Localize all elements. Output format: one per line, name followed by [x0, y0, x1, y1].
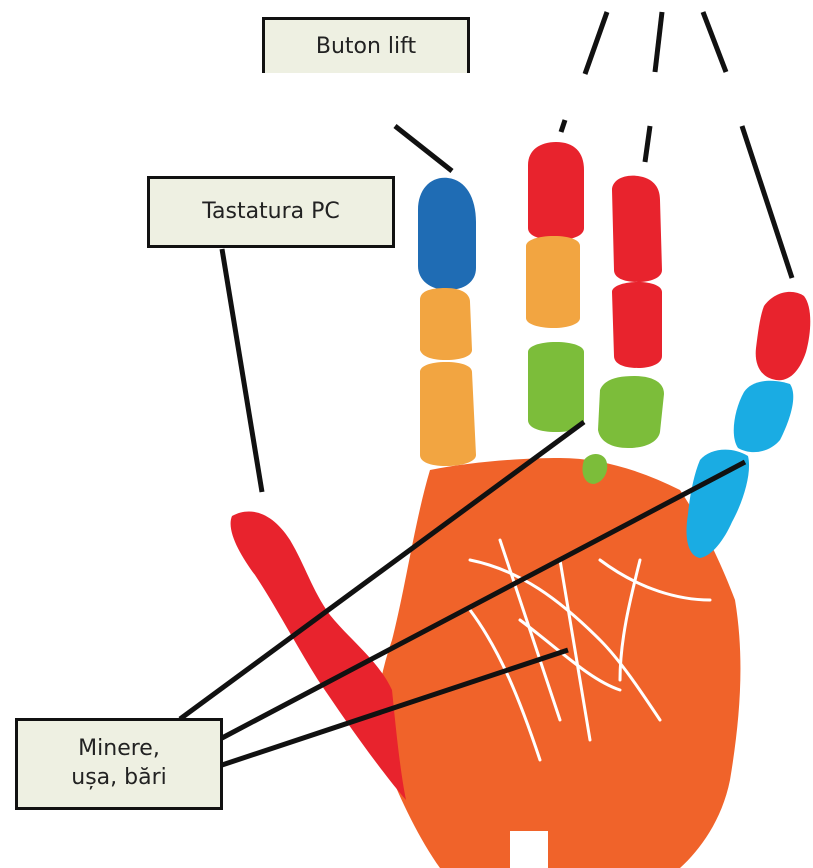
- leader-buton-mid-tip: [561, 120, 565, 132]
- palm: [378, 458, 741, 868]
- ring-middle-phalanx: [612, 282, 662, 368]
- leader-buton-left: [395, 126, 452, 171]
- label-buton-lift: Buton lift: [262, 17, 470, 73]
- label-tastatura-pc-text: Tastatura PC: [202, 197, 340, 227]
- ring-base-phalanx: [598, 376, 664, 448]
- index-middle-phalanx: [420, 288, 472, 360]
- ring-tip: [612, 176, 662, 282]
- label-minere-line2: ușa, bări: [71, 764, 166, 793]
- leader-buton-ring: [655, 12, 662, 72]
- label-tastatura-pc: Tastatura PC: [147, 176, 395, 248]
- middle-base-phalanx: [528, 342, 584, 432]
- index-base-phalanx: [420, 362, 476, 466]
- label-buton-lift-text: Buton lift: [316, 32, 416, 62]
- white-patch: [510, 831, 548, 868]
- little-middle-phalanx: [734, 381, 794, 452]
- label-minere: Minere, ușa, bări: [15, 718, 223, 810]
- little-tip: [756, 292, 811, 380]
- leader-buton-little-tip: [742, 126, 792, 278]
- index-tip: [418, 178, 476, 290]
- middle-middle-phalanx: [526, 236, 580, 328]
- leader-buton-little: [703, 12, 726, 72]
- leader-buton-mid: [585, 12, 607, 74]
- leader-tastatura: [222, 249, 262, 492]
- middle-tip: [528, 142, 584, 240]
- label-minere-line1: Minere,: [78, 735, 160, 764]
- leader-buton-ring-tip: [645, 126, 650, 162]
